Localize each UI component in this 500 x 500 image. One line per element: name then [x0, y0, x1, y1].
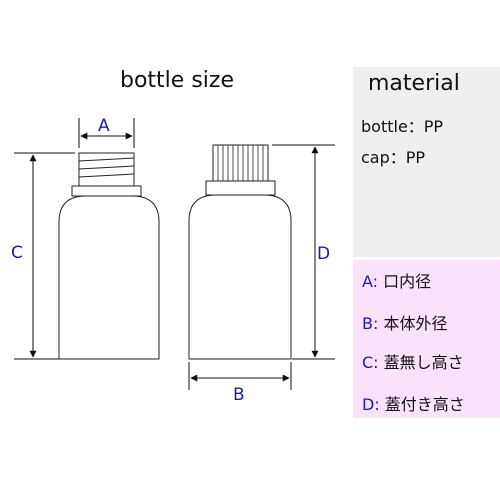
- legend-text: 蓋付き高さ: [379, 395, 465, 414]
- dimension-b-label: B: [233, 385, 245, 405]
- legend-text: 本体外径: [378, 314, 448, 333]
- dimension-d-label: D: [317, 244, 330, 264]
- cap-ribbed: [212, 144, 269, 182]
- legend-key: B:: [362, 314, 379, 333]
- material-panel: material bottle：PP cap：PP: [353, 67, 500, 257]
- dimension-legend: A: 口内径 B: 本体外径 C: 蓋無し高さ D: 蓋付き高さ: [353, 260, 500, 418]
- material-cap: cap：PP: [361, 148, 426, 167]
- bottle-without-cap: [58, 152, 160, 360]
- legend-key: C:: [362, 353, 379, 372]
- dimension-c: C: [11, 152, 75, 360]
- bottle-neck-ring: [71, 185, 142, 197]
- bottle-body: [58, 195, 160, 360]
- dimension-b: B: [188, 362, 292, 405]
- material-bottle: bottle：PP: [361, 117, 444, 136]
- material-heading: material: [368, 71, 460, 96]
- diagram-title: bottle size: [120, 68, 234, 93]
- dimension-d: D: [272, 144, 335, 360]
- bottle-diagram: A C D B: [11, 116, 335, 405]
- legend-text: 口内径: [378, 272, 432, 291]
- dimension-a: A: [78, 116, 135, 148]
- cap-base-ring: [205, 180, 276, 196]
- legend-item-a: A: 口内径: [362, 268, 431, 292]
- legend-item-c: C: 蓋無し高さ: [362, 349, 464, 373]
- bottle-body: [188, 194, 292, 360]
- legend-item-b: B: 本体外径: [362, 310, 447, 334]
- legend-key: D:: [362, 395, 380, 414]
- legend-key: A:: [362, 272, 379, 291]
- legend-text: 蓋無し高さ: [378, 353, 464, 372]
- bottle-with-cap: [188, 144, 292, 360]
- legend-item-d: D: 蓋付き高さ: [362, 391, 465, 415]
- dimension-c-label: C: [11, 243, 23, 263]
- dimension-a-label: A: [98, 116, 110, 136]
